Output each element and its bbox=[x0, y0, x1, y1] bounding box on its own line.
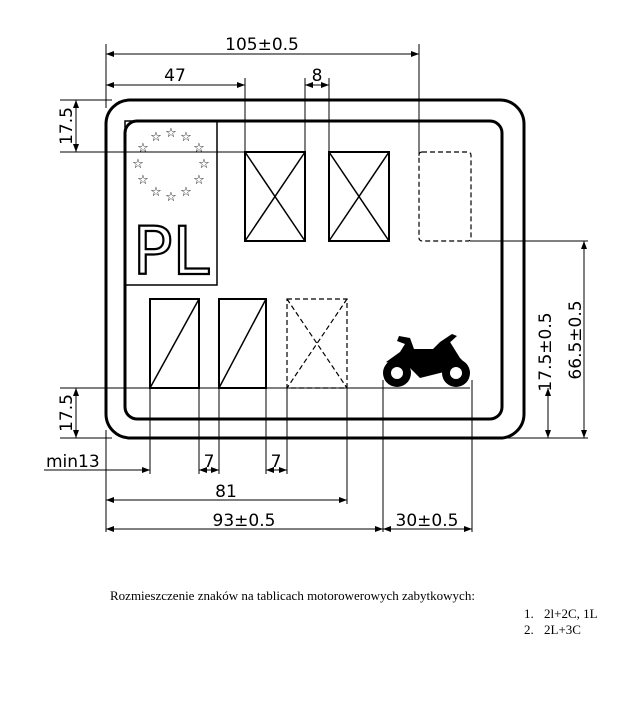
dim-min-margin: min13 bbox=[46, 452, 100, 472]
svg-text:☆: ☆ bbox=[150, 185, 162, 200]
dim-top-margin: 17.5 bbox=[57, 107, 77, 145]
eu-flag-field: ☆ ☆ ☆ ☆ ☆ ☆ ☆ ☆ ☆ ☆ ☆ ☆ PL bbox=[124, 120, 218, 291]
svg-text:☆: ☆ bbox=[193, 141, 205, 156]
layout-options-list: 1.2l+2C, 1L 2.2L+3C bbox=[524, 606, 598, 638]
dimension-lines bbox=[44, 44, 588, 532]
dim-left-area-width: 93±0.5 bbox=[213, 511, 276, 531]
dim-symbol-height: 17.5±0.5 bbox=[536, 312, 556, 391]
svg-text:☆: ☆ bbox=[137, 173, 149, 188]
dim-bottom-margin: 17.5 bbox=[57, 394, 77, 432]
bottom-char-2 bbox=[218, 298, 267, 389]
country-code: PL bbox=[133, 213, 210, 290]
plate-outer-border bbox=[104, 98, 526, 440]
svg-text:☆: ☆ bbox=[150, 130, 162, 145]
layout-option: 2.2L+3C bbox=[524, 622, 581, 637]
svg-text:☆: ☆ bbox=[180, 130, 192, 145]
dim-gap-7a: 7 bbox=[204, 452, 215, 472]
dim-symbol-width: 30±0.5 bbox=[396, 511, 459, 531]
svg-text:☆: ☆ bbox=[165, 126, 177, 141]
svg-text:☆: ☆ bbox=[180, 185, 192, 200]
dim-gap-top: 8 bbox=[312, 66, 323, 86]
top-char-2 bbox=[328, 151, 390, 242]
eu-stars-icon: ☆ ☆ ☆ ☆ ☆ ☆ ☆ ☆ ☆ ☆ ☆ ☆ bbox=[132, 126, 210, 205]
top-char-1 bbox=[244, 151, 306, 242]
dim-overall-width: 105±0.5 bbox=[225, 35, 299, 55]
top-char-optional bbox=[418, 151, 472, 242]
dim-plate-height: 66.5±0.5 bbox=[566, 300, 586, 379]
moped-icon bbox=[383, 334, 470, 387]
bottom-char-3-optional bbox=[286, 298, 348, 389]
bottom-char-1 bbox=[149, 298, 200, 389]
dim-flag-width: 47 bbox=[164, 66, 186, 86]
svg-text:☆: ☆ bbox=[198, 157, 210, 172]
layout-option: 1.2l+2C, 1L bbox=[524, 606, 598, 621]
dimension-arrows bbox=[73, 51, 587, 532]
dim-gap-7b: 7 bbox=[271, 452, 282, 472]
svg-text:☆: ☆ bbox=[165, 190, 177, 205]
svg-text:☆: ☆ bbox=[137, 141, 149, 156]
dim-bottom-chars-width: 81 bbox=[215, 482, 237, 502]
drawing-caption: Rozmieszczenie znaków na tablicach motor… bbox=[110, 588, 475, 603]
svg-text:☆: ☆ bbox=[193, 173, 205, 188]
svg-text:☆: ☆ bbox=[132, 157, 144, 172]
